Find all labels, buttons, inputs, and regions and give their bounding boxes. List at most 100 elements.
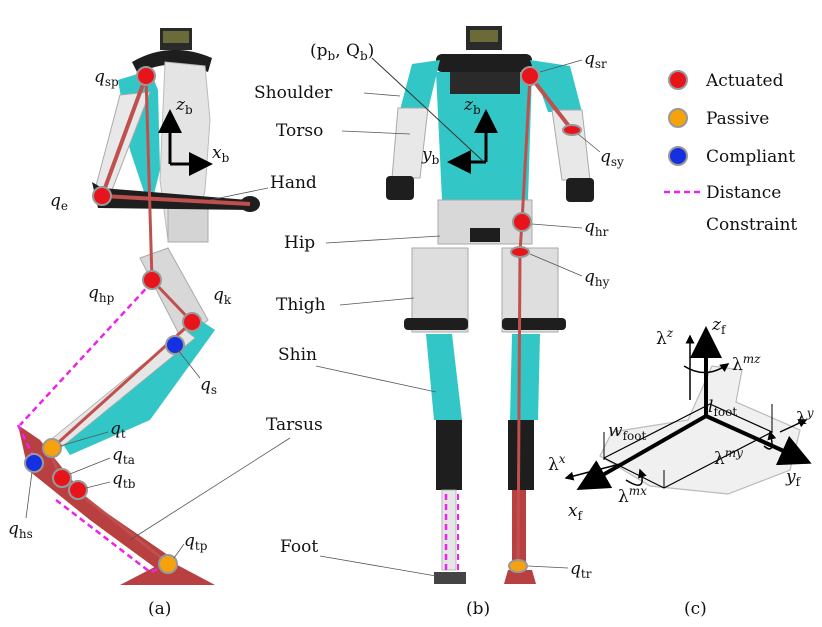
label-q-ta: qta xyxy=(112,445,135,467)
caption-c: (c) xyxy=(684,599,707,619)
right-foot-b xyxy=(504,570,536,584)
legend: Actuated Passive Compliant Distance Cons… xyxy=(664,70,797,235)
panel-c: zf λz λmz lfoot λy wfoot λx λmy λmx yf x… xyxy=(548,315,814,523)
joint-tp xyxy=(158,554,178,574)
left-foot-b xyxy=(434,572,466,584)
label-lfoot: lfoot xyxy=(708,397,737,419)
part-torso: Torso xyxy=(276,121,323,141)
left-thigh-strap-b xyxy=(404,318,468,330)
right-upper-arm-b xyxy=(551,109,591,181)
shoulder-cap-a xyxy=(132,49,212,74)
caption-a: (a) xyxy=(148,599,171,619)
label-lambda-mz: λmz xyxy=(732,352,761,375)
part-shoulder: Shoulder xyxy=(254,83,333,103)
legend-passive-label: Passive xyxy=(706,109,769,129)
label-yf: yf xyxy=(785,467,802,489)
lambda-mx-arc xyxy=(625,468,647,486)
joint-sr xyxy=(520,66,540,86)
legend-compliant-marker xyxy=(668,146,688,166)
label-lambda-z: λz xyxy=(656,326,674,349)
right-thigh-strap-b xyxy=(502,318,566,330)
hip-center-b xyxy=(470,228,500,242)
lambda-y-arrow xyxy=(779,419,808,433)
joint-hy xyxy=(510,246,530,258)
frame-b-z: zb xyxy=(463,95,481,117)
lambda-x-arrow xyxy=(564,463,621,481)
chain-leg-b xyxy=(516,75,532,567)
frame-b: zb yb (pb, Qb) xyxy=(310,41,498,174)
left-tarsus-b xyxy=(441,489,457,571)
head-visor-b xyxy=(470,30,498,42)
label-lambda-x: λx xyxy=(548,452,566,475)
label-wfoot: wfoot xyxy=(608,421,646,443)
joint-sy xyxy=(562,124,582,136)
label-q-s: qs xyxy=(200,375,217,397)
constraint-a1 xyxy=(19,281,153,426)
left-forearm-b xyxy=(386,176,414,200)
label-q-hp: qhp xyxy=(88,283,115,305)
label-q-tr: qtr xyxy=(570,559,592,581)
joints-a xyxy=(24,66,202,574)
legend-actuated-label: Actuated xyxy=(705,71,784,91)
joint-s xyxy=(165,335,185,355)
joints-b xyxy=(508,66,582,573)
legend-actuated-marker xyxy=(668,70,688,90)
joint-hr xyxy=(512,212,532,232)
caption-b: (b) xyxy=(466,599,490,619)
right-shoulder-b xyxy=(530,60,582,112)
label-q-sr: qsr xyxy=(584,49,607,71)
frame-a-x: xb xyxy=(212,143,230,165)
left-upper-arm-b xyxy=(391,107,429,179)
left-shin-b xyxy=(426,334,462,420)
label-lambda-mx: λmx xyxy=(618,484,647,507)
joint-hp xyxy=(142,270,162,290)
head-visor-a xyxy=(163,31,189,43)
label-lambda-my: λmy xyxy=(714,446,743,469)
part-tarsus: Tarsus xyxy=(266,415,323,435)
foot-shape-c xyxy=(599,365,801,495)
joint-t xyxy=(42,438,62,458)
left-shoulder-b xyxy=(400,60,440,110)
label-q-sy: qsy xyxy=(600,147,624,169)
chain-b xyxy=(528,74,574,132)
lambda-my-arc xyxy=(763,430,777,450)
joint-ta xyxy=(52,468,72,488)
label-q-e: qe xyxy=(50,191,68,213)
legend-constraint-label: Distance xyxy=(706,183,781,203)
label-q-hs: qhs xyxy=(8,519,33,541)
joint-k xyxy=(182,312,202,332)
label-zf: zf xyxy=(711,315,727,337)
part-hand: Hand xyxy=(270,173,317,193)
joint-labels-a: qsp qe qhp qk qs qt qta qtb qhs qtp Hand… xyxy=(8,67,323,559)
part-thigh: Thigh xyxy=(276,295,326,315)
panel-b-robot xyxy=(386,26,594,584)
axis-x-c xyxy=(576,414,707,490)
right-forearm-b xyxy=(566,178,594,202)
frame-b-y: yb xyxy=(421,145,440,167)
label-q-hy: qhy xyxy=(584,267,610,289)
tarsus-a xyxy=(18,425,175,575)
label-q-k: qk xyxy=(213,285,232,307)
part-labels-b: Shoulder Torso Hip Thigh Shin Foot xyxy=(254,83,441,577)
lambda-mz-arc xyxy=(683,363,730,374)
label-q-hr: qhr xyxy=(584,217,609,239)
label-lambda-y: λy xyxy=(796,406,814,429)
base-pose-label: (pb, Qb) xyxy=(310,41,374,63)
label-q-sp: qsp xyxy=(94,67,119,89)
legend-passive-marker xyxy=(668,108,688,128)
torso-top-b xyxy=(450,72,520,94)
joint-sp xyxy=(136,66,156,86)
label-q-t: qt xyxy=(110,419,126,441)
frame-a: zb xb xyxy=(158,95,230,176)
shoulder-bar-b xyxy=(436,54,532,72)
part-foot: Foot xyxy=(280,537,318,557)
frame-a-z: zb xyxy=(175,95,193,117)
right-shin-b xyxy=(510,334,540,420)
legend-constraint-label2: Constraint xyxy=(706,215,797,235)
label-q-tp: qtp xyxy=(184,531,208,553)
joint-e xyxy=(92,186,112,206)
right-shin-lower-b xyxy=(508,420,534,490)
joint-tr xyxy=(508,559,528,573)
label-q-tb: qtb xyxy=(112,469,136,491)
